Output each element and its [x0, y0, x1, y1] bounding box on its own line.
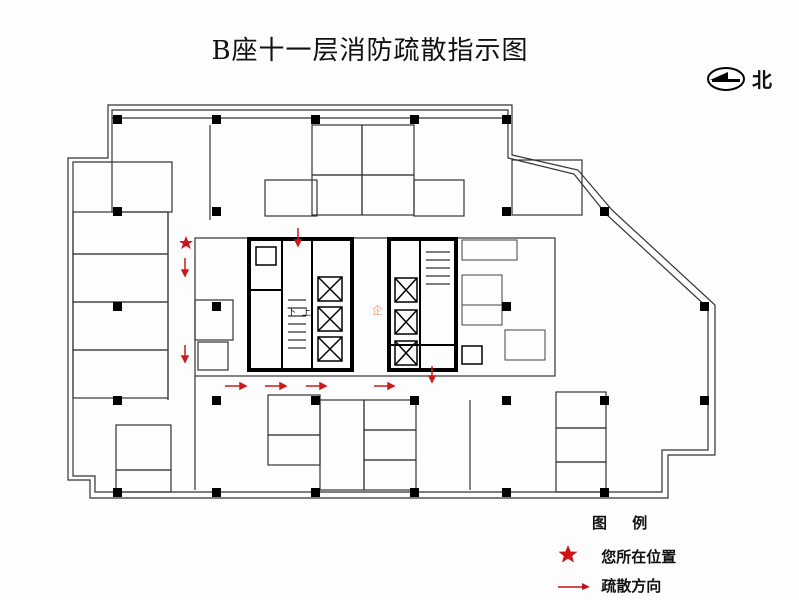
legend-heading: 图 例	[592, 514, 658, 532]
arrow-icon	[556, 577, 596, 595]
legend-item-evacuation: 疏散方向	[556, 575, 661, 596]
compass-icon	[707, 67, 745, 91]
legend-label-evacuation: 疏散方向	[601, 577, 662, 595]
stair-down-label: 下	[287, 308, 296, 318]
north-indicator: 北	[706, 62, 786, 94]
star-icon	[556, 544, 596, 568]
evacuation-arrows	[180, 228, 437, 391]
page-title: B座十一层消防疏散指示图	[211, 36, 529, 66]
stair-up-label: 上	[302, 307, 311, 318]
current-location-star	[179, 236, 193, 249]
west-core	[247, 237, 354, 372]
east-core	[387, 237, 458, 372]
structural-columns	[113, 115, 709, 497]
watermark: 企	[372, 304, 383, 317]
building-outline	[67, 104, 716, 499]
legend-item-location: 您所在位置	[556, 544, 676, 568]
compass-north-label: 北	[752, 68, 772, 92]
legend-label-location: 您所在位置	[601, 547, 677, 566]
